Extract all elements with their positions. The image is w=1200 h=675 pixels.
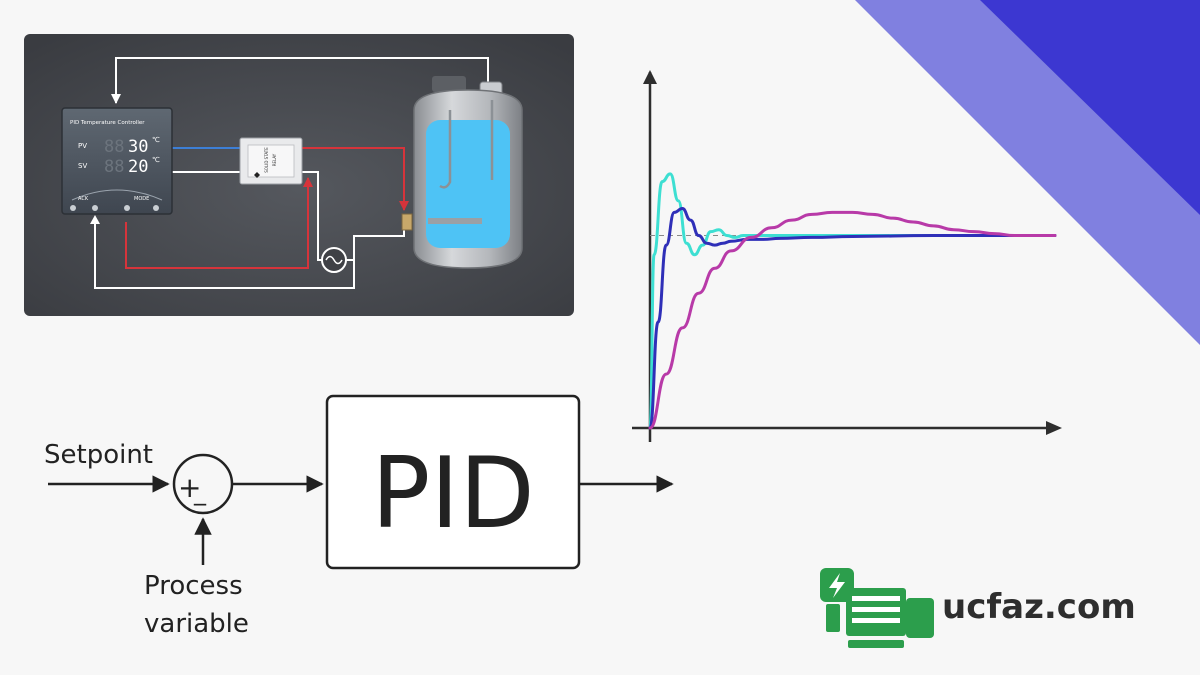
controller-button-1 [70,205,76,211]
logo-motor-shaft [906,598,934,638]
load-wire-red-return [125,177,313,269]
pv-unit: ℃ [152,136,160,144]
corner-stripes [855,0,1200,345]
logo-motor-fin-1 [852,596,900,601]
neutral-wire-white [94,220,405,289]
process-variable-label-1: Process [144,571,243,601]
setpoint-label: Setpoint [44,440,153,470]
step-response-chart [632,70,1062,442]
mode-label: MODE [134,196,149,202]
plus-sign: + [178,471,201,504]
logo-motor-base [848,640,904,648]
response-curve-1 [648,172,1057,430]
heater-element [428,218,482,224]
controller-button-2 [92,205,98,211]
tank-lid [432,76,466,92]
controller-button-4 [153,205,159,211]
agitator-icon [439,110,452,189]
response-curve-3 [648,210,1057,430]
logo-motor-fin-2 [852,607,900,612]
heater-connector [401,213,413,231]
ac-source [321,247,347,273]
series-layer [648,172,1057,430]
logo: ucfaz.com [820,568,1136,648]
sv-ghost-digits: 88 [104,157,124,177]
relay-text-2: RELAY [272,153,277,166]
solid-state-relay: SOLID STATE RELAY [239,137,303,185]
minus-sign: _ [193,478,207,506]
logo-text: ucfaz.com [942,587,1136,627]
controller-button-3 [124,205,130,211]
response-curve-2 [648,207,1057,430]
ack-label: ACK [78,196,89,202]
pv-value: 30 [128,137,148,157]
supply-wire-white [302,171,322,261]
x-axis-arrow-icon [1046,421,1062,435]
process-variable-label-2: variable [144,609,249,639]
pv-label: PV [78,142,87,150]
relay-text-1: SOLID STATE [264,147,269,173]
relay-diamond-icon [254,172,260,178]
pv-ghost-digits: 88 [104,137,124,157]
pid-controller: PID Temperature Controller PV SV 88 88 3… [61,107,173,215]
controller-title: PID Temperature Controller [70,120,145,126]
input-arrow-icon [90,215,100,224]
tank [401,76,523,269]
sine-wave-icon [325,255,343,265]
stripe-dark [980,0,1200,215]
sv-value: 20 [128,157,148,177]
pid-label: PID [371,437,534,551]
load-wire-red [302,147,409,211]
sv-unit: ℃ [152,156,160,164]
block-diagram: Setpoint + _ Process variable PID [44,394,674,639]
logo-motor-fin-3 [852,618,900,623]
sv-label: SV [78,162,87,170]
logo-motor-left-cap [826,604,840,632]
pid-block [325,394,581,570]
wiring [94,57,489,289]
hardware-panel: PID Temperature Controller PV SV 88 88 3… [24,34,574,316]
y-axis-arrow-icon [643,70,657,84]
tank-water [426,120,510,248]
controller-arc [71,189,163,201]
feedback-wire-top [111,57,489,104]
bolt-icon [829,573,845,598]
